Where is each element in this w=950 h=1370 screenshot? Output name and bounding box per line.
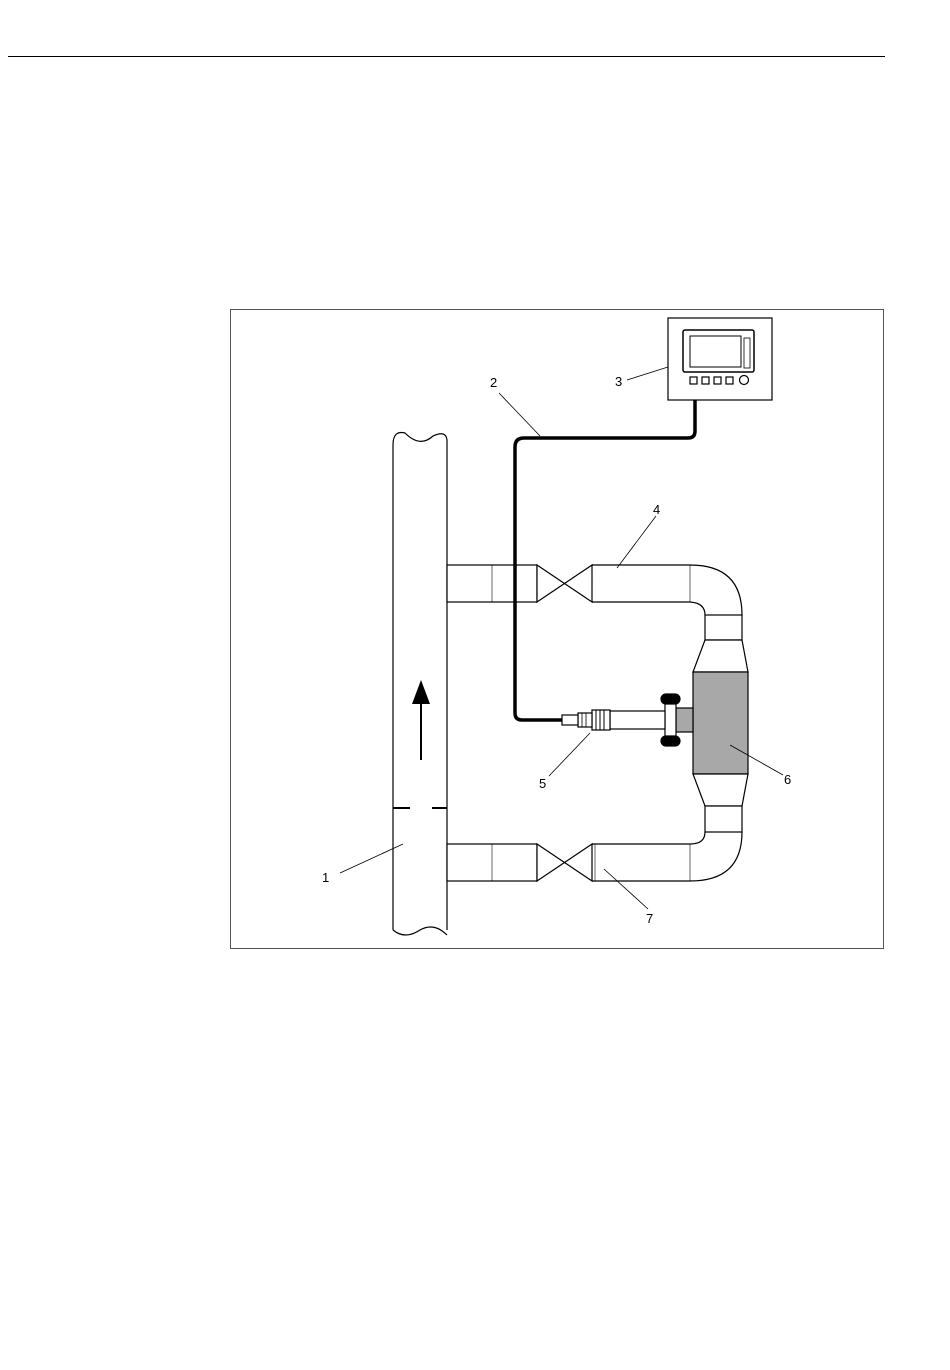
callout-3: 3 — [615, 374, 622, 389]
probe-sensor — [562, 694, 693, 746]
callout-4: 4 — [653, 502, 660, 517]
callout-5: 5 — [539, 776, 546, 791]
transmitter-icon — [668, 318, 772, 400]
callout-6: 6 — [784, 772, 791, 787]
connection-cable — [515, 400, 695, 720]
upper-bypass-pipe — [447, 565, 742, 640]
lower-bypass-pipe — [447, 832, 742, 881]
callout-7: 7 — [646, 911, 653, 926]
callout-1: 1 — [322, 870, 329, 885]
flow-direction-arrow-icon — [412, 680, 430, 760]
callout-2: 2 — [490, 375, 497, 390]
sensor-housing — [693, 640, 748, 832]
